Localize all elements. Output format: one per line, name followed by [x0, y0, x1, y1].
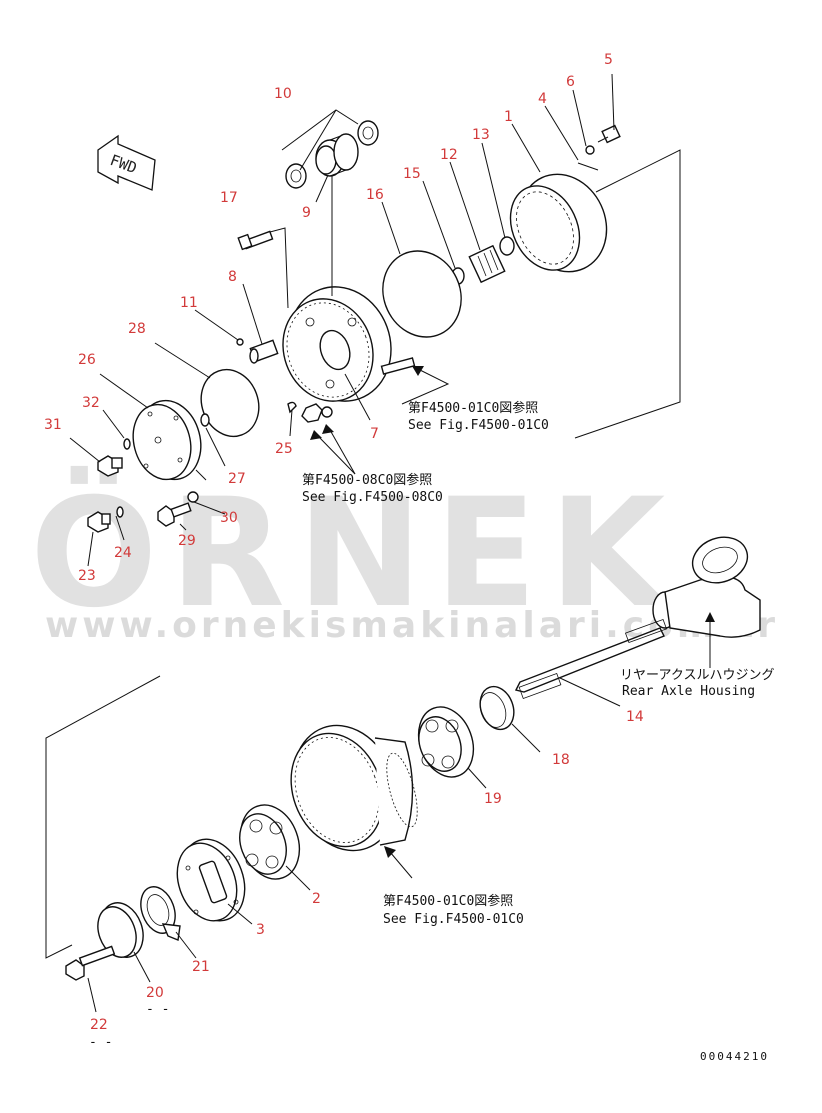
part-ball-11: [236, 338, 244, 346]
part-plate-20: [97, 902, 144, 958]
callout-19: 19: [484, 791, 502, 807]
part-o-ring-24: [116, 506, 124, 518]
part-plug-23: [87, 511, 111, 533]
part-bolt-5: [597, 124, 621, 144]
drawing-code: 00044210: [700, 1050, 769, 1063]
part-nut: [301, 403, 323, 423]
part-o-ring-32: [123, 438, 131, 450]
part-axle-shaft-14: [514, 618, 668, 699]
callout-7: 7: [370, 426, 379, 442]
callout-29: 29: [178, 533, 196, 549]
ref-3-jp: 第F4500-01C0図参照: [383, 893, 513, 909]
callout-numbers: 1 2 3 4 5 6 7 8 9 10 11 12 13 14 15 16 1…: [44, 52, 644, 1033]
part-spacer-13: [499, 236, 515, 256]
callout-25: 25: [275, 441, 293, 457]
callout-6: 6: [566, 74, 575, 90]
callout-20: 20: [146, 985, 164, 1001]
callout-24: 24: [114, 545, 132, 561]
callout-26: 26: [78, 352, 96, 368]
ref-3-en: See Fig.F4500-01C0: [383, 912, 524, 927]
part-bearing-19: [417, 706, 475, 778]
ref-1-jp: 第F4500-01C0図参照: [408, 400, 538, 416]
reference-arrows: [310, 366, 715, 879]
frame-line-lower-left: [45, 675, 161, 959]
callout-12: 12: [440, 147, 458, 163]
part-pin-25: [287, 401, 297, 414]
part-cover-26: [132, 399, 202, 481]
callout-31: 31: [44, 417, 62, 433]
dash-mark-b: - -: [89, 1035, 112, 1050]
callout-14: 14: [626, 709, 644, 725]
callout-17: 17: [220, 190, 238, 206]
callout-11: 11: [180, 295, 198, 311]
part-bearing-9: [315, 133, 359, 177]
callout-16: 16: [366, 187, 384, 203]
part-retainer-3: [176, 838, 246, 922]
callout-30: 30: [220, 510, 238, 526]
part-seal-18: [479, 685, 515, 731]
part-shaft-8: [249, 339, 279, 364]
dash-mark-a: - -: [146, 1002, 169, 1017]
callout-3: 3: [256, 922, 265, 938]
part-bolt-17: [237, 230, 274, 251]
watermark-brand: ÖRNEK: [30, 465, 677, 641]
part-ring-gear: [509, 173, 608, 273]
callout-13: 13: [472, 127, 490, 143]
callout-21: 21: [192, 959, 210, 975]
part-o-ring-27: [200, 413, 210, 427]
part-needle-bearing-12: [468, 244, 506, 284]
part-o-ring-28: [200, 368, 260, 438]
part-bearing-2: [239, 804, 301, 880]
part-washer-10b: [357, 120, 379, 146]
ref-2-en: See Fig.F4500-08C0: [302, 490, 443, 505]
part-o-ring-16: [382, 250, 462, 338]
callout-32: 32: [82, 395, 100, 411]
callout-22: 22: [90, 1017, 108, 1033]
leader-lines: [69, 73, 621, 1013]
part-washer-nut: [321, 406, 333, 418]
callout-18: 18: [552, 752, 570, 768]
callout-5: 5: [604, 52, 613, 68]
reference-notes: 第F4500-01C0図参照 See Fig.F4500-01C0 第F4500…: [302, 400, 774, 927]
callout-15: 15: [403, 166, 421, 182]
callout-28: 28: [128, 321, 146, 337]
callout-10: 10: [274, 86, 292, 102]
part-carrier-7: [282, 286, 392, 402]
part-axle-housing: [652, 536, 761, 638]
callout-27: 27: [228, 471, 246, 487]
part-plug-31: [97, 455, 123, 477]
callout-8: 8: [228, 269, 237, 285]
housing-en: Rear Axle Housing: [622, 684, 755, 699]
part-bolt-29: [157, 502, 192, 527]
part-bolt-22: [65, 945, 116, 981]
part-washer-10a: [285, 163, 307, 189]
callout-2: 2: [312, 891, 321, 907]
part-washer-6: [585, 145, 595, 155]
ref-2-jp: 第F4500-08C0図参照: [302, 472, 432, 488]
callout-1: 1: [504, 109, 513, 125]
housing-jp: リヤーアクスルハウジング: [620, 668, 774, 683]
callout-9: 9: [302, 205, 311, 221]
callout-23: 23: [78, 568, 96, 584]
callout-4: 4: [538, 91, 547, 107]
frame-line-upper-right: [574, 149, 681, 439]
part-wheel-hub: [290, 724, 418, 852]
part-stud-bolt: [380, 357, 416, 375]
part-pin: [577, 162, 599, 171]
part-washer-30: [187, 491, 199, 503]
frame-tick: [195, 469, 207, 481]
ref-1-en: See Fig.F4500-01C0: [408, 418, 549, 433]
part-lock-plate-21: [140, 886, 181, 941]
fwd-arrow-icon: FWD: [97, 134, 156, 191]
